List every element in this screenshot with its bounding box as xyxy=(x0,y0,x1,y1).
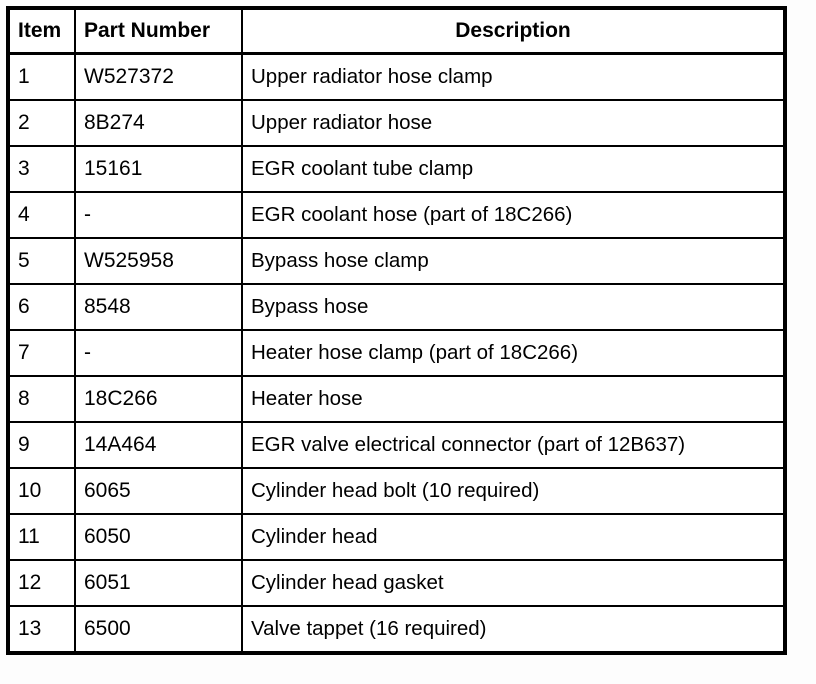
cell-part-number: - xyxy=(74,191,243,239)
cell-part-number: 14A464 xyxy=(74,421,243,469)
cell-part-number: 8548 xyxy=(74,283,243,331)
cell-part-number: W525958 xyxy=(74,237,243,285)
cell-item: 6 xyxy=(8,283,76,331)
cell-item: 7 xyxy=(8,329,76,377)
column-header-part-number: Part Number xyxy=(74,8,243,55)
cell-item: 3 xyxy=(8,145,76,193)
cell-part-number: 6065 xyxy=(74,467,243,515)
cell-description: EGR valve electrical connector (part of … xyxy=(241,421,785,469)
cell-part-number: 8B274 xyxy=(74,99,243,147)
cell-description: Cylinder head xyxy=(241,513,785,561)
cell-description: Heater hose xyxy=(241,375,785,423)
cell-description: Cylinder head gasket xyxy=(241,559,785,607)
table-header: Item Part Number Description xyxy=(8,8,785,55)
cell-part-number: 6051 xyxy=(74,559,243,607)
cell-description: Bypass hose xyxy=(241,283,785,331)
cell-description: Heater hose clamp (part of 18C266) xyxy=(241,329,785,377)
cell-part-number: 6500 xyxy=(74,605,243,653)
column-header-description: Description xyxy=(241,8,785,55)
cell-item: 5 xyxy=(8,237,76,285)
cell-description: EGR coolant hose (part of 18C266) xyxy=(241,191,785,239)
cell-part-number: 18C266 xyxy=(74,375,243,423)
cell-item: 12 xyxy=(8,559,76,607)
cell-description: Upper radiator hose xyxy=(241,99,785,147)
cell-item: 9 xyxy=(8,421,76,469)
cell-item: 1 xyxy=(8,52,76,101)
cell-item: 10 xyxy=(8,467,76,515)
cell-description: EGR coolant tube clamp xyxy=(241,145,785,193)
cell-description: Upper radiator hose clamp xyxy=(241,52,785,101)
cell-item: 11 xyxy=(8,513,76,561)
table-row: 4-EGR coolant hose (part of 18C266) xyxy=(8,191,785,239)
table-header-row: Item Part Number Description xyxy=(8,8,785,55)
cell-part-number: 6050 xyxy=(74,513,243,561)
cell-item: 4 xyxy=(8,191,76,239)
cell-description: Valve tappet (16 required) xyxy=(241,605,785,653)
cell-item: 2 xyxy=(8,99,76,147)
cell-description: Bypass hose clamp xyxy=(241,237,785,285)
table-row: 7-Heater hose clamp (part of 18C266) xyxy=(8,329,785,377)
cell-part-number: W527372 xyxy=(74,52,243,101)
cell-description: Cylinder head bolt (10 required) xyxy=(241,467,785,515)
cell-part-number: 15161 xyxy=(74,145,243,193)
cell-part-number: - xyxy=(74,329,243,377)
column-header-item: Item xyxy=(8,8,76,55)
cell-item: 13 xyxy=(8,605,76,653)
cell-item: 8 xyxy=(8,375,76,423)
